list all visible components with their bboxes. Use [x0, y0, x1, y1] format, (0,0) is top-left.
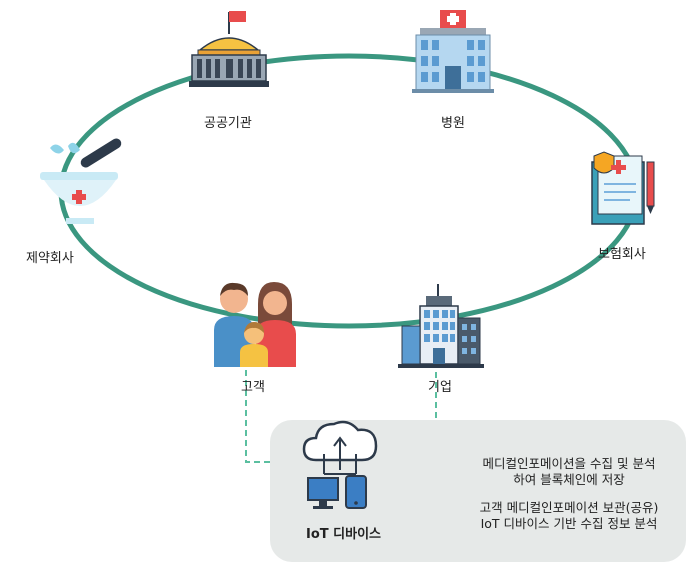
government-building-icon — [189, 11, 269, 87]
node-label-public-agency: 공공기관 — [204, 116, 252, 131]
node-label-customer: 고객 — [241, 380, 265, 395]
iot-description-1: 메디컬인포메이션을 수집 및 분석 하여 블록체인에 저장 — [469, 456, 669, 488]
cloud-devices-icon — [302, 420, 378, 509]
insurance-document-icon — [591, 151, 655, 225]
hospital-icon — [412, 10, 494, 93]
iot-description-2-line-1: 고객 메디컬인포메이션 보관(공유) — [479, 500, 659, 515]
node-label-hospital: 병원 — [441, 116, 465, 131]
iot-description-1-line-2: 하여 블록체인에 저장 — [513, 472, 625, 487]
mortar-pestle-icon — [40, 138, 122, 224]
node-label-pharma: 제약회사 — [26, 251, 74, 266]
iot-description-1-line-1: 메디컬인포메이션을 수집 및 분석 — [482, 456, 656, 471]
node-label-company: 기업 — [428, 380, 452, 395]
iot-device-label: IoT 디바이스 — [306, 527, 382, 542]
office-building-icon — [398, 284, 484, 368]
iot-description-2: 고객 메디컬인포메이션 보관(공유) IoT 디바이스 기반 수집 정보 분석 — [463, 500, 675, 532]
node-label-insurance: 보험회사 — [598, 247, 646, 262]
family-icon — [214, 282, 296, 367]
customer-connector — [245, 370, 300, 463]
iot-description-2-line-2: IoT 디바이스 기반 수집 정보 분석 — [480, 516, 658, 531]
